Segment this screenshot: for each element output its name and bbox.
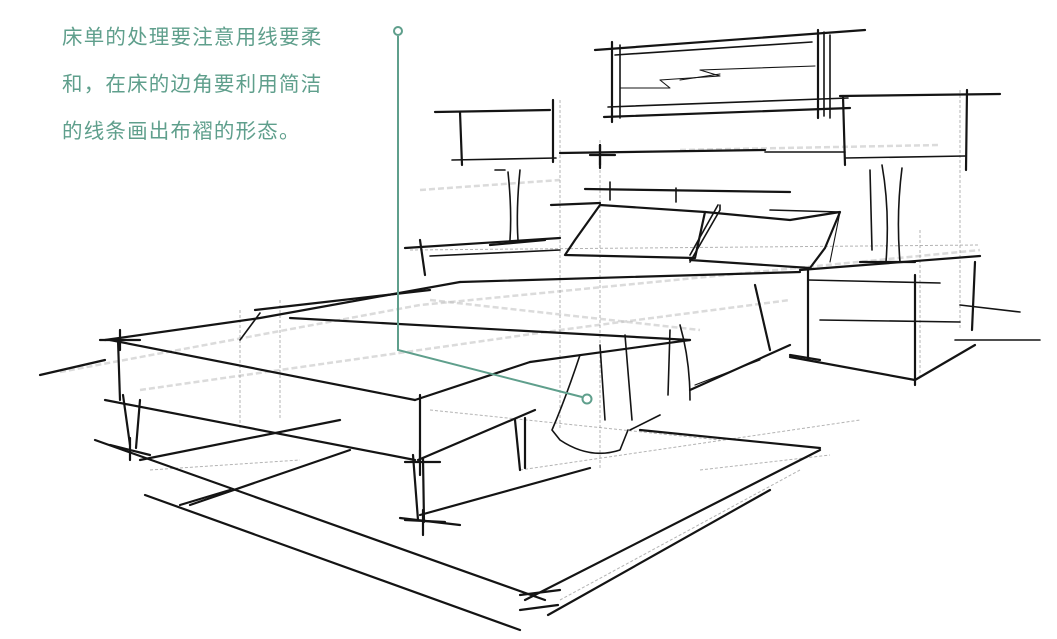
pillows	[563, 203, 842, 270]
right-lamp	[858, 164, 917, 264]
annotation-line-2: 和，在床的边角要利用简洁	[62, 72, 323, 96]
left-lamp	[488, 169, 547, 247]
bed-sheet-drape	[551, 324, 792, 455]
pencil-construction-lines	[59, 90, 981, 601]
annotation-line-3: 的线条画出布褶的形态。	[62, 119, 301, 143]
left-wall-panel	[433, 98, 767, 167]
headboard	[549, 181, 792, 207]
right-nightstand	[788, 254, 1041, 387]
right-wall-panel	[764, 88, 1002, 172]
bed-mattress	[103, 270, 802, 462]
annotation-text: 床单的处理要注意用线要柔 和，在床的边角要利用简洁 的线条画出布褶的形态。	[62, 14, 392, 155]
left-nightstand	[403, 236, 562, 277]
annotation-leader	[393, 26, 593, 405]
floor-rug	[38, 358, 822, 632]
wall-art-frame	[593, 28, 867, 124]
bed-legs	[121, 393, 527, 524]
joint-accents	[98, 143, 822, 612]
annotation-line-1: 床单的处理要注意用线要柔	[62, 25, 323, 49]
